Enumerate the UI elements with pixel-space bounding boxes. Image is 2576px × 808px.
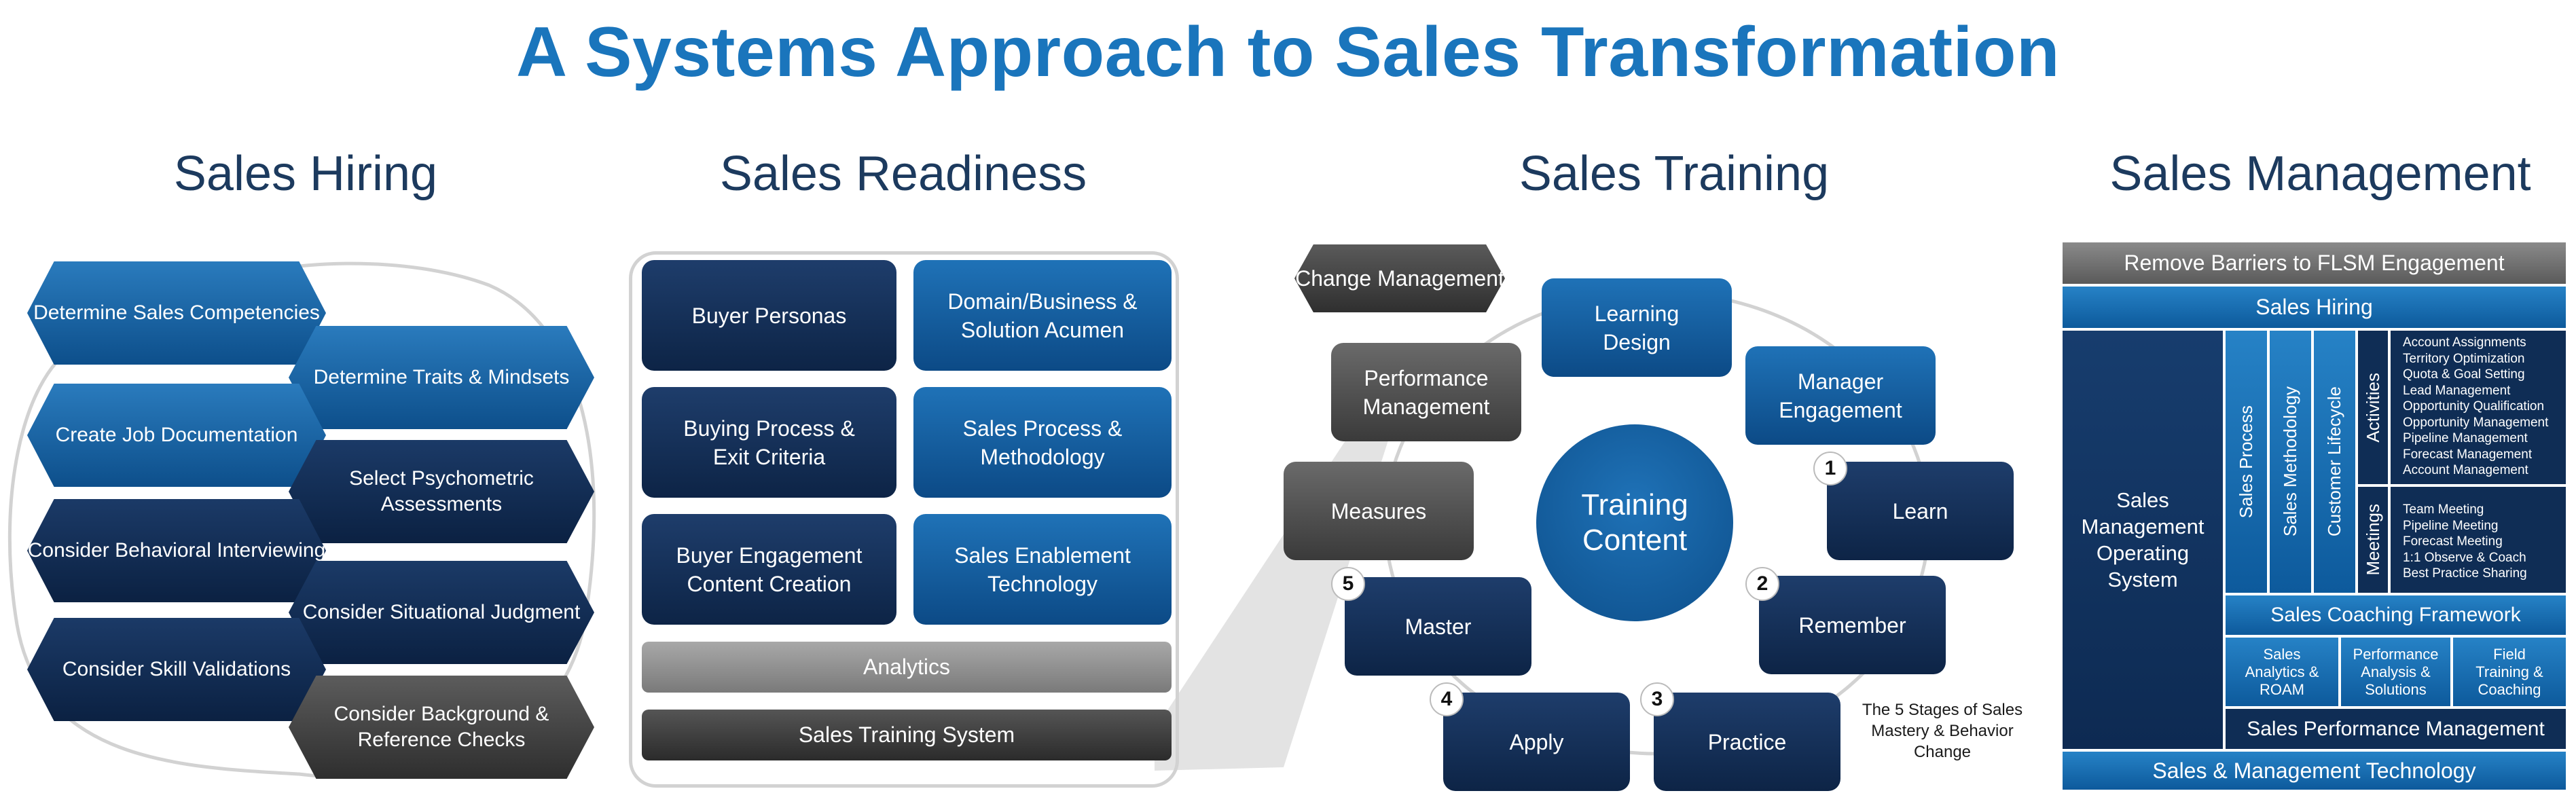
stage-number-4: 4 [1430,682,1464,716]
mgmt-activity-item: Account Assignments [2403,335,2526,350]
hiring-item-situational: Consider Situational Judgment [289,561,594,664]
mgmt-performance-management: Sales Performance Management [2224,708,2567,750]
training-measures: Measures [1284,462,1474,560]
readiness-container [629,251,1179,788]
section-title-sales-training: Sales Training [1519,147,1830,201]
mgmt-col-sales-process: Sales Process [2224,329,2268,594]
mgmt-col-sales-methodology: Sales Methodology [2268,329,2312,594]
training-stage-learn: Learn [1827,462,2014,560]
stage-number-5: 5 [1331,567,1365,601]
mgmt-meeting-item: 1:1 Observe & Coach [2403,550,2526,565]
mgmt-coaching-framework: Sales Coaching Framework [2224,594,2567,636]
mgmt-activity-item: Forecast Management [2403,447,2533,462]
mgmt-activity-item: Opportunity Management [2403,415,2549,430]
section-title-sales-readiness: Sales Readiness [719,147,1087,201]
training-caption: The 5 Stages of Sales Mastery & Behavior… [1862,701,2023,761]
training-performance-management: Performance Management [1331,343,1521,441]
mgmt-activity-item: Account Management [2403,463,2528,477]
readiness-tile-buying-process: Buying Process & Exit Criteria [642,387,896,498]
hiring-item-traits: Determine Traits & Mindsets [289,326,594,429]
readiness-tile-domain-acumen: Domain/Business & Solution Acumen [913,260,1172,371]
section-title-sales-hiring: Sales Hiring [173,147,438,201]
mgmt-activities-tab: Activities [2357,329,2389,485]
page-title: A Systems Approach to Sales Transformati… [516,13,2060,92]
mgmt-activity-item: Opportunity Qualification [2403,399,2545,414]
mgmt-meeting-item: Team Meeting [2403,502,2484,517]
hiring-item-skill-validations: Consider Skill Validations [27,618,326,721]
mgmt-col-customer-lifecycle: Customer Lifecycle [2312,329,2357,594]
mgmt-sales-hiring: Sales Hiring [2061,285,2567,329]
readiness-analytics-bar: Analytics [642,642,1172,693]
mgmt-meeting-item: Pipeline Meeting [2403,518,2499,533]
mgmt-meeting-item: Forecast Meeting [2403,534,2503,549]
training-change-management: Change Management [1294,244,1505,312]
mgmt-col-customer-lifecycle-label: Customer Lifecycle [2324,386,2344,537]
mgmt-technology: Sales & Management Technology [2061,750,2567,791]
hiring-item-background-checks: Consider Background & Reference Checks [289,676,594,779]
hiring-item-job-documentation: Create Job Documentation [27,384,326,487]
readiness-training-system-bar: Sales Training System [642,710,1172,760]
section-title-sales-management: Sales Management [2109,147,2531,201]
mgmt-col-sales-methodology-label: Sales Methodology [2280,386,2300,537]
hiring-item-psychometric: Select Psychometric Assessments [289,440,594,543]
stage-number-2: 2 [1745,567,1779,601]
training-content-circle: Training Content [1536,424,1733,621]
stage-number-3: 3 [1640,682,1674,716]
mgmt-field-training: Field Training & Coaching [2452,636,2567,708]
training-manager-engagement: Manager Engagement [1745,346,1936,445]
mgmt-activities-list: Account Assignments Territory Optimizati… [2389,329,2567,485]
mgmt-activity-item: Pipeline Management [2403,431,2528,445]
mgmt-activity-item: Lead Management [2403,383,2511,398]
stage-number-1: 1 [1813,452,1847,485]
hiring-item-behavioral: Consider Behavioral Interviewing [27,499,326,602]
training-learning-design: Learning Design [1542,278,1732,377]
training-stage-practice: Practice [1654,693,1840,791]
mgmt-activity-item: Territory Optimization [2403,351,2525,366]
mgmt-meetings-list: Team Meeting Pipeline Meeting Forecast M… [2389,485,2567,594]
readiness-tile-sales-process: Sales Process & Methodology [913,387,1172,498]
training-stage-apply: Apply [1443,693,1630,791]
mgmt-col-sales-process-label: Sales Process [2236,405,2256,519]
mgmt-meetings-tab: Meetings [2357,485,2389,594]
training-stage-master: Master [1345,577,1531,676]
mgmt-meetings-label: Meetings [2362,504,2383,576]
mgmt-meeting-item: Best Practice Sharing [2403,566,2527,581]
mgmt-sales-analytics: Sales Analytics & ROAM [2224,636,2340,708]
mgmt-activities-label: Activities [2362,372,2383,443]
mgmt-performance-analysis: Performance Analysis & Solutions [2340,636,2452,708]
readiness-tile-buyer-engagement: Buyer Engagement Content Creation [642,514,896,625]
hiring-item-competencies: Determine Sales Competencies [27,261,326,365]
mgmt-operating-system: Sales Management Operating System [2061,329,2224,750]
training-stage-remember: Remember [1759,576,1946,674]
readiness-tile-buyer-personas: Buyer Personas [642,260,896,371]
mgmt-activity-item: Quota & Goal Setting [2403,367,2525,382]
readiness-tile-enablement-tech: Sales Enablement Technology [913,514,1172,625]
mgmt-remove-barriers: Remove Barriers to FLSM Engagement [2061,241,2567,285]
